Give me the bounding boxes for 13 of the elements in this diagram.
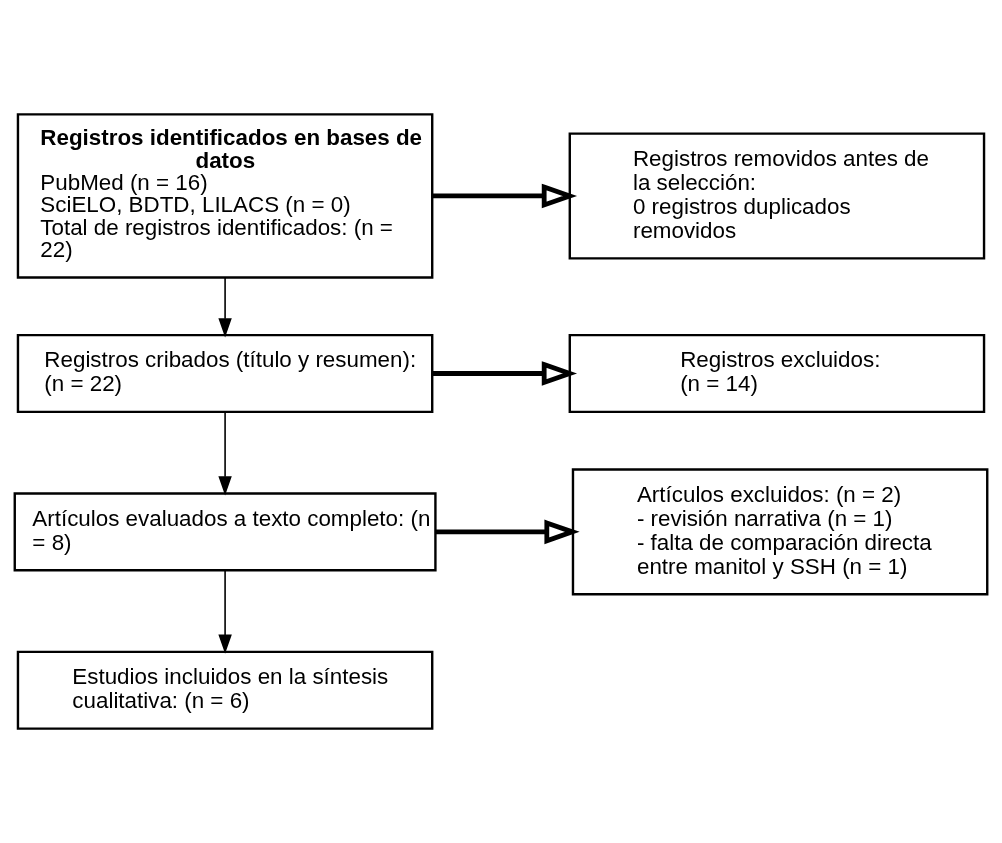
arrow bbox=[218, 570, 232, 654]
arrow bbox=[218, 276, 232, 338]
arrow bbox=[432, 361, 578, 386]
node-box: Estudios incluidos en la síntesis cualitativa: (n = 6) bbox=[16, 650, 434, 730]
node-box: Registros removidos antes de la selección: 0 registros duplicados removidos bbox=[568, 132, 986, 260]
node-box: Artículos evaluados a texto completo: (n = 8) bbox=[13, 492, 437, 572]
node-box: Registros identificados en bases de datos PubMed (n = 16) SciELO, BDTD, LILACS (n = 0) Total de registros identificados: (n = 22) bbox=[16, 113, 434, 279]
node-box: Registros cribados (título y resumen): (n = 22) bbox=[16, 333, 434, 414]
node-box: Registros excluidos: (n = 14) bbox=[568, 333, 986, 414]
arrow bbox=[218, 411, 232, 496]
arrow bbox=[435, 519, 580, 545]
node-box: Artículos excluidos: (n = 2) - revisión narrativa (n = 1) - falta de comparación directa entre manitol y SSH (n = 1) bbox=[571, 468, 989, 596]
arrow bbox=[432, 183, 578, 209]
